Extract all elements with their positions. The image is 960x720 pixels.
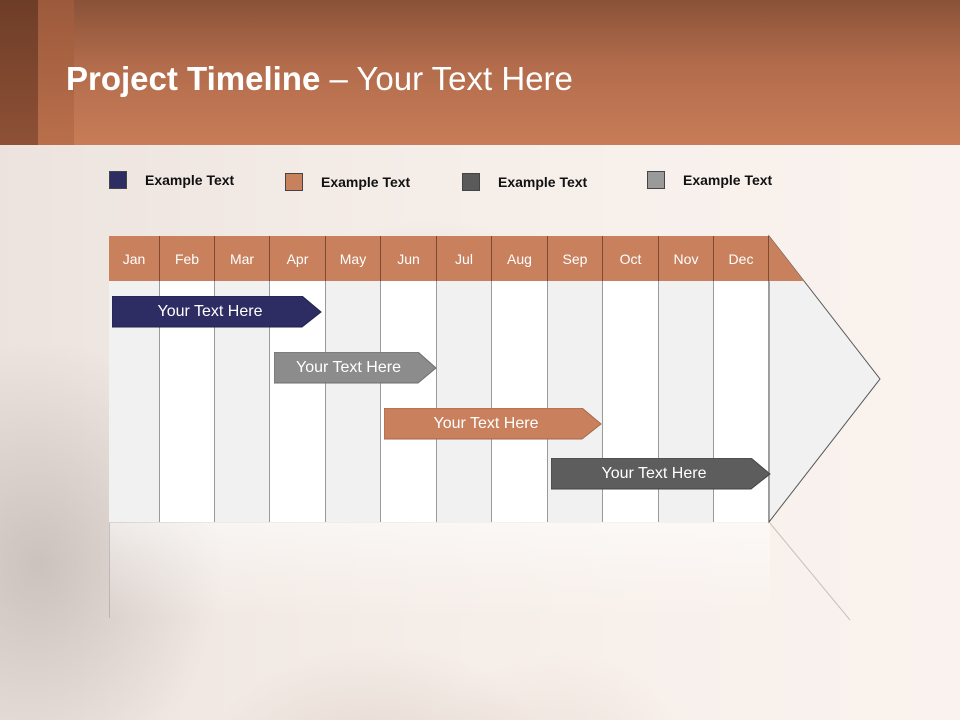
legend-label: Example Text — [498, 174, 588, 190]
title-rest: – Your Text Here — [320, 60, 573, 97]
legend-swatch-light-gray — [647, 171, 665, 189]
month-header-jan: Jan — [109, 236, 160, 281]
month-header-dec: Dec — [714, 236, 769, 281]
month-header-oct: Oct — [603, 236, 659, 281]
month-header-feb: Feb — [160, 236, 215, 281]
legend-swatch-dark-gray — [462, 173, 480, 191]
task-label: Your Text Here — [601, 465, 707, 482]
month-column — [109, 236, 160, 522]
legend-label: Example Text — [683, 172, 773, 188]
task-bar-1[interactable]: Your Text Here — [112, 296, 322, 328]
task-label: Your Text Here — [433, 415, 539, 432]
month-header-nov: Nov — [659, 236, 714, 281]
task-label: Your Text Here — [296, 359, 401, 376]
title-band: Project Timeline – Your Text Here — [0, 0, 960, 145]
header-accent-strip-dark — [0, 0, 38, 145]
legend-label: Example Text — [145, 172, 235, 188]
task-bar-2[interactable]: Your Text Here — [274, 352, 437, 384]
month-column — [215, 236, 270, 522]
month-header-jul: Jul — [437, 236, 492, 281]
month-header-apr: Apr — [270, 236, 326, 281]
legend-item-2[interactable]: Example Text — [285, 172, 410, 192]
month-header-jun: Jun — [381, 236, 437, 281]
slide-title[interactable]: Project Timeline – Your Text Here — [66, 60, 573, 98]
task-bar-3[interactable]: Your Text Here — [384, 408, 602, 440]
title-bold: Project Timeline — [66, 60, 321, 97]
task-label: Your Text Here — [157, 303, 263, 320]
month-column — [160, 236, 215, 522]
legend-label: Example Text — [321, 174, 411, 190]
month-header-aug: Aug — [492, 236, 548, 281]
legend-swatch-copper — [285, 173, 303, 191]
header-accent-strip-light — [38, 0, 74, 145]
month-column — [437, 236, 492, 522]
legend-item-4[interactable]: Example Text — [647, 170, 772, 190]
month-header-mar: Mar — [215, 236, 270, 281]
legend-item-3[interactable]: Example Text — [462, 172, 587, 192]
legend-item-1[interactable]: Example Text — [109, 170, 234, 190]
month-header-may: May — [326, 236, 381, 281]
month-header-sep: Sep — [548, 236, 603, 281]
task-bar-4[interactable]: Your Text Here — [551, 458, 771, 490]
month-column — [492, 236, 548, 522]
legend-swatch-navy — [109, 171, 127, 189]
timeline-reflection — [109, 523, 770, 618]
